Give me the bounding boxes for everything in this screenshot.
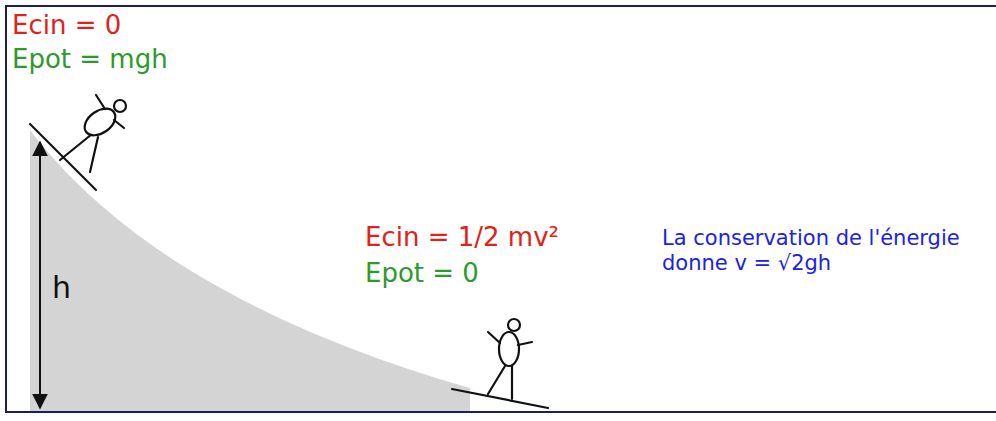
conservation-note: La conservation de l'énergie donne v = √… [662,226,962,276]
kinetic-energy-label: Ecin = 0 [12,10,121,41]
height-label: h [52,270,71,306]
skier-bottom [452,319,548,408]
kinetic-energy-label: Ecin = 1/2 mv² [365,222,559,253]
potential-energy-label: Epot = 0 [365,258,479,289]
potential-energy-label: Epot = mgh [12,44,168,75]
skier-top [30,95,126,190]
frame [6,6,996,412]
height-arrow [39,142,41,408]
